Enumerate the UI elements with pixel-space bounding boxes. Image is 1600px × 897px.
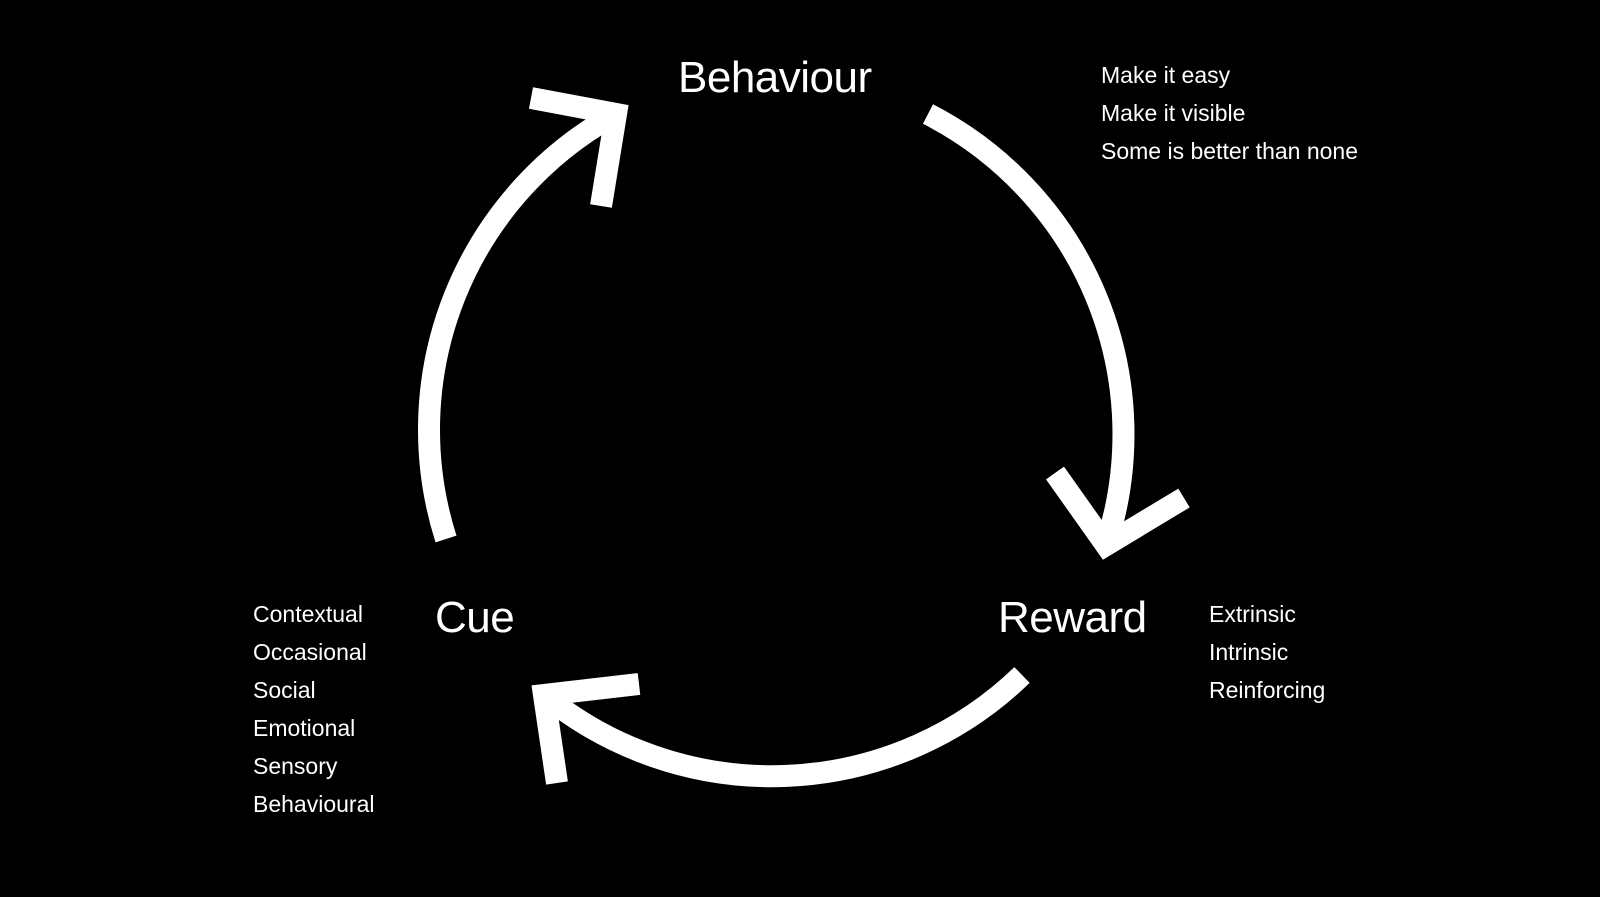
list-item: Make it easy — [1101, 62, 1231, 88]
behaviour-tips-list: Make it easy Make it visible Some is bet… — [1101, 56, 1358, 170]
arrow-cue-to-behaviour — [418, 104, 622, 543]
list-item: Behavioural — [253, 791, 375, 817]
arrowhead-reward-icon — [1046, 466, 1190, 560]
list-item: Make it visible — [1101, 100, 1246, 126]
node-reward-label: Reward — [998, 593, 1147, 642]
arrow-behaviour-to-reward — [922, 104, 1135, 549]
list-item: Contextual — [253, 601, 363, 627]
arrowhead-cue-icon — [531, 673, 641, 785]
arrow-reward-to-cue — [537, 667, 1030, 788]
list-item: Intrinsic — [1209, 639, 1289, 665]
arrowhead-behaviour-icon — [528, 87, 629, 208]
node-cue-label: Cue — [435, 593, 515, 642]
list-item: Occasional — [253, 639, 367, 665]
list-item: Sensory — [253, 753, 338, 779]
cue-types-list: Contextual Occasional Social Emotional S… — [253, 595, 374, 823]
list-item: Emotional — [253, 715, 356, 741]
reward-types-list: Extrinsic Intrinsic Reinforcing — [1209, 595, 1325, 709]
list-item: Social — [253, 677, 316, 703]
list-item: Reinforcing — [1209, 677, 1326, 703]
node-behaviour-label: Behaviour — [678, 53, 872, 102]
list-item: Some is better than none — [1101, 138, 1358, 164]
list-item: Extrinsic — [1209, 601, 1296, 627]
